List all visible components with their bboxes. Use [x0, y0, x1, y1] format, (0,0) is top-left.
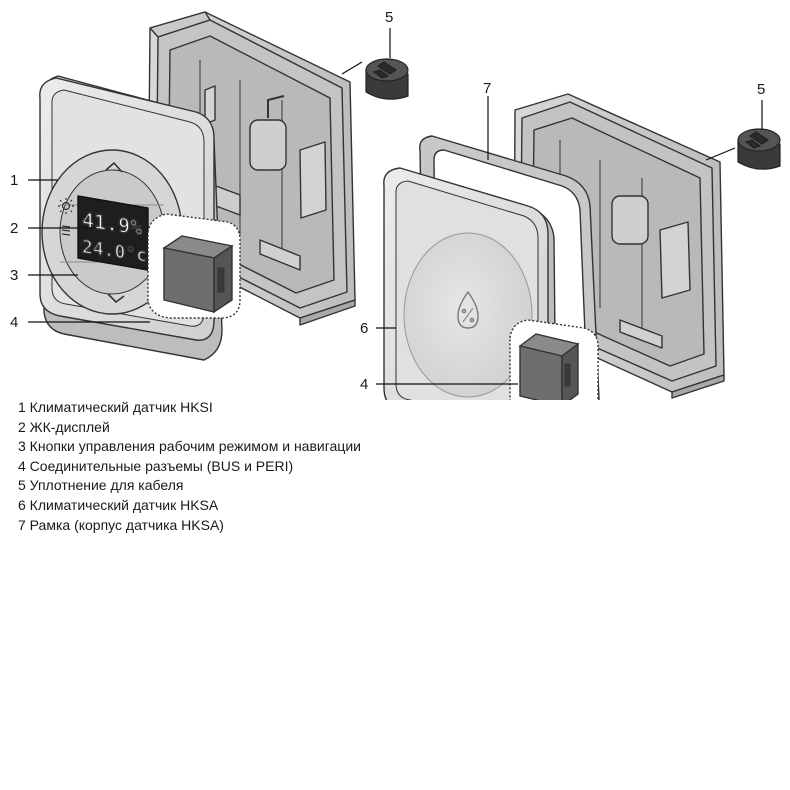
- legend-list: 1 Климатический датчик HKSI 2 ЖК-дисплей…: [18, 398, 361, 535]
- callout-7: 7: [483, 80, 491, 97]
- cable-grommet-right: [737, 128, 781, 170]
- left-connector-detail: [147, 213, 241, 319]
- lcd-display: 41.9% 24.0°c: [77, 195, 149, 271]
- chevron-up-icon[interactable]: [105, 162, 123, 173]
- callout-5-left: 5: [385, 9, 393, 26]
- cable-grommet-left: [365, 58, 409, 100]
- callout-5-right: 5: [757, 81, 765, 98]
- callout-2: 2: [10, 220, 18, 237]
- hksa-sensor: [383, 167, 557, 400]
- sun-icon: [58, 198, 74, 214]
- callout-6: 6: [360, 320, 368, 337]
- callout-1: 1: [10, 172, 18, 189]
- legend-item: 4 Соединительные разъемы (BUS и PERI): [18, 457, 294, 474]
- right-connector-detail: [509, 319, 599, 400]
- callout-3: 3: [10, 267, 18, 284]
- leader-lines: [28, 28, 763, 385]
- chevron-down-icon[interactable]: [107, 293, 125, 303]
- callout-4-left: 4: [10, 314, 18, 331]
- legend-item: 2 ЖК-дисплей: [18, 418, 110, 435]
- legend-item: 3 Кнопки управления рабочим режимом и на…: [18, 438, 361, 455]
- legend-item: 5 Уплотнение для кабеля: [18, 477, 184, 494]
- humidity-percent-icon: [457, 291, 479, 329]
- menu-icon: [61, 225, 71, 236]
- callout-4-right: 4: [360, 376, 368, 393]
- callout-labels: 1 2 3 4 5 5 7 6 4: [10, 9, 765, 393]
- exploded-view-diagram: 41.9% 24.0°c: [10, 9, 781, 400]
- legend-item: 7 Рамка (корпус датчика HKSA): [18, 516, 224, 533]
- legend-item: 6 Климатический датчик HKSA: [18, 496, 219, 513]
- legend-item: 1 Климатический датчик HKSI: [18, 399, 213, 415]
